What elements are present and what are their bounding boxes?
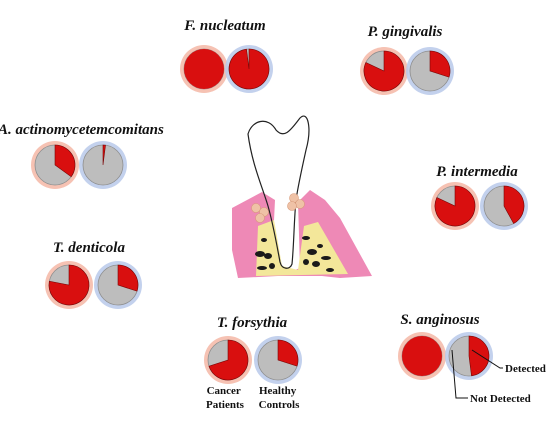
pie-s-anginosus-cancer: [398, 332, 446, 380]
not-detected-callout-line: [451, 349, 468, 399]
pie-p-gingivalis-cancer-detected-slice: [363, 50, 405, 92]
pie-f-nucleatum-control-detected-slice: [228, 48, 270, 90]
pie-f-nucleatum-cancer-detected-slice: [184, 49, 224, 89]
bone-trabecula: [255, 251, 265, 257]
legend-detected: Detected: [505, 363, 546, 375]
plaque-deposits: [251, 193, 305, 223]
bone-trabecula: [257, 266, 267, 270]
pie-p-intermedia-control-detected-slice: [503, 185, 525, 224]
pie-t-forsythia-control: [254, 336, 302, 384]
control-label-line-2: Controls: [259, 399, 300, 411]
pie-charts: F. nucleatum P. gingivalis A. actinomycete…: [0, 18, 528, 384]
pie-p-intermedia-cancer-detected-slice: [434, 185, 476, 227]
bone-trabecula: [312, 261, 320, 267]
pie-a-actinomycetemcomitans-control-detected-slice: [102, 144, 106, 166]
plaque-particle: [295, 199, 305, 209]
pie-a-actinomycetemcomitans-cancer-detected-slice: [54, 144, 76, 178]
pie-t-denticola-control: [94, 261, 142, 309]
species-label-t-denticola: T. denticola: [53, 240, 125, 256]
bone-trabeculae: [255, 236, 334, 272]
cancer-patients-label: Cancer Patients: [206, 385, 245, 411]
pie-p-gingivalis-control-detected-slice: [429, 50, 451, 78]
bone-trabecula: [307, 249, 317, 255]
pie-t-denticola-cancer-detected-slice: [48, 264, 90, 306]
pie-t-forsythia-cancer-detected-slice: [208, 339, 249, 381]
pie-p-intermedia-cancer: [431, 182, 479, 230]
pie-f-nucleatum-cancer: [180, 45, 228, 93]
pie-p-intermedia-control: [480, 182, 528, 230]
bone-trabecula: [321, 256, 331, 260]
plaque-particle: [287, 201, 297, 211]
pie-t-forsythia-control-detected-slice: [277, 339, 299, 367]
species-label-p-intermedia: P. intermedia: [436, 164, 518, 180]
healthy-controls-label: Healthy Controls: [259, 385, 300, 411]
pie-t-denticola-cancer: [45, 261, 93, 309]
alveolar-bone: [256, 220, 348, 276]
bone-trabecula: [317, 244, 323, 248]
species-label-f-nucleatum: F. nucleatum: [183, 18, 265, 34]
bone-trabecula: [264, 253, 272, 259]
bone-trabecula: [269, 263, 275, 269]
pie-f-nucleatum-control: [225, 45, 273, 93]
pie-s-anginosus-cancer-detected-slice: [402, 336, 442, 376]
species-label-p-gingivalis: P. gingivalis: [368, 24, 443, 40]
pie-p-gingivalis-control: [406, 47, 454, 95]
pie-t-denticola-control-detected-slice: [117, 264, 139, 292]
plaque-particle: [255, 213, 265, 223]
cancer-label-line-2: Patients: [206, 399, 245, 411]
bone-trabecula: [302, 236, 310, 240]
pie-t-forsythia-cancer: [204, 336, 252, 384]
species-label-t-forsythia: T. forsythia: [217, 315, 288, 331]
bone-trabecula: [326, 268, 334, 272]
pie-a-actinomycetemcomitans-control: [79, 141, 127, 189]
pie-a-actinomycetemcomitans-cancer: [31, 141, 79, 189]
detected-callout-line: [471, 349, 503, 369]
legend: Detected Not Detected: [451, 349, 546, 405]
tooth-illustration: [232, 115, 372, 278]
pie-s-anginosus-control-detected-slice: [468, 335, 490, 377]
species-label-a-actinomycetemcomitans: A. actinomycetemcomitans: [0, 122, 164, 138]
bone-trabecula: [261, 238, 267, 242]
bone-trabecula: [303, 259, 309, 265]
pie-s-anginosus-control: [445, 332, 493, 380]
pie-p-gingivalis-cancer: [360, 47, 408, 95]
legend-not-detected: Not Detected: [470, 393, 531, 405]
species-label-s-anginosus: S. anginosus: [400, 312, 479, 328]
control-label-line-1: Healthy: [259, 385, 297, 397]
cancer-label-line-1: Cancer: [207, 385, 241, 397]
plaque-particle: [251, 203, 261, 213]
